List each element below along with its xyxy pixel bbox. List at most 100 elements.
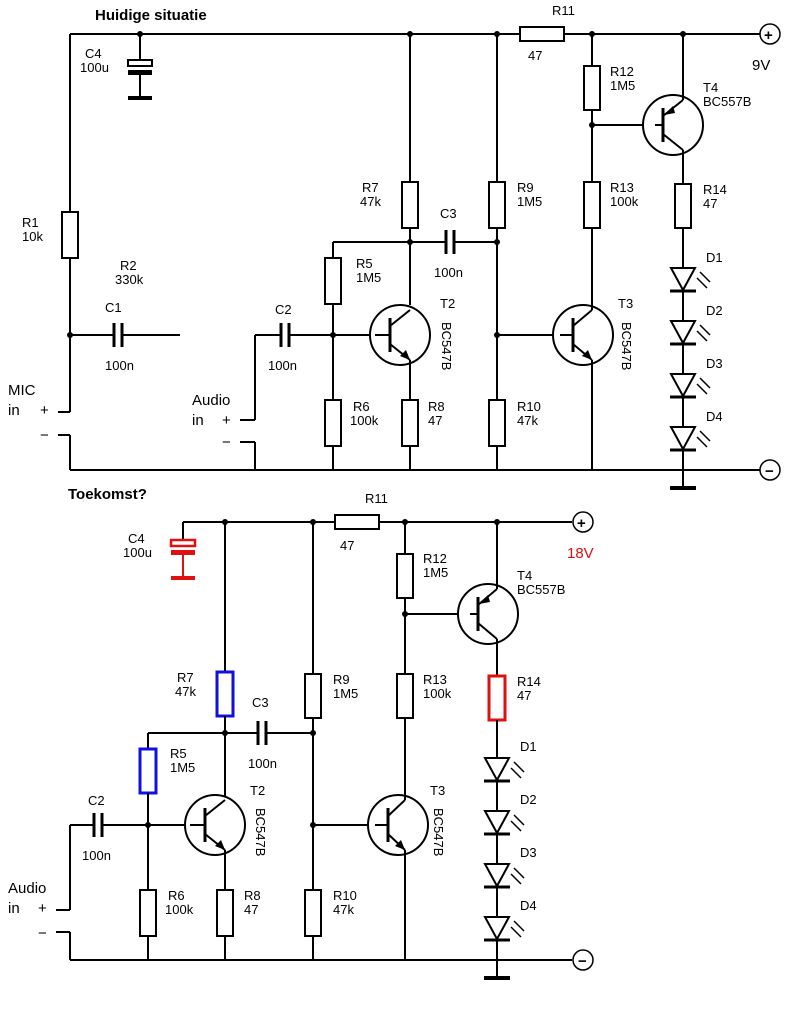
top-c1-value: 100n (105, 358, 134, 373)
bottom-d3-triangle (483, 863, 511, 889)
top-t2-type: BC547B (439, 322, 454, 370)
bottom-circuit: Toekomst? + R11 47 18V − C4 100u R7 47k (8, 486, 594, 980)
top-r1-value: 10k (22, 229, 43, 244)
top-d2-ray (699, 324, 711, 336)
bottom-d3-ray (510, 873, 522, 885)
top-r12 (583, 65, 601, 111)
top-t3-body (552, 304, 614, 366)
top-d1-triangle (669, 267, 697, 293)
top-r6-name: R6 (353, 399, 370, 414)
top-t2-body (369, 304, 431, 366)
bottom-r8-value: 47 (244, 902, 258, 917)
bottom-r11-name: R11 (365, 491, 388, 506)
top-r10 (488, 399, 506, 447)
bottom-r10-name: R10 (333, 888, 357, 903)
top-t4-collector (662, 133, 684, 151)
top-r7-name: R7 (362, 180, 379, 195)
bottom-r12-name: R12 (423, 551, 447, 566)
top-d3-label: D3 (706, 356, 723, 371)
bottom-t3-body (367, 794, 429, 856)
bottom-d2-ray (510, 820, 522, 832)
bottom-r7-name: R7 (177, 670, 194, 685)
bottom-d4-ray (510, 926, 522, 938)
top-plus-sign: + (764, 27, 773, 44)
top-d4-ray (699, 430, 711, 442)
top-audio-label: Audio (192, 392, 230, 409)
bottom-r5-value: 1M5 (170, 760, 195, 775)
top-r10-name: R10 (517, 399, 541, 414)
bottom-t2-collector (204, 799, 226, 817)
bottom-r6-name: R6 (168, 888, 185, 903)
top-mic-plus: + (40, 402, 49, 419)
bottom-r11 (334, 514, 380, 530)
top-c4-plate-neg (128, 70, 152, 75)
bottom-led-d1 (483, 757, 525, 783)
bottom-t4-name: T4 (517, 568, 532, 583)
bottom-minus-terminal (572, 949, 594, 971)
bottom-r13 (396, 673, 414, 719)
bottom-t3-arrow (395, 840, 405, 850)
top-r14-name: R14 (703, 182, 727, 197)
top-r9-name: R9 (517, 180, 534, 195)
top-d4-ray (696, 436, 708, 448)
bottom-audio-label: Audio (8, 880, 46, 897)
top-t3-name: T3 (618, 296, 633, 311)
top-d2-ray (696, 330, 708, 342)
bottom-t4-collector (477, 622, 498, 640)
top-junction (407, 31, 413, 37)
bottom-d1-triangle (483, 757, 511, 783)
bottom-r6 (139, 889, 157, 937)
top-r6 (324, 399, 342, 447)
top-mic-in-label: in (8, 402, 20, 419)
bottom-r14-value: 47 (517, 688, 531, 703)
top-d3-triangle (669, 373, 697, 399)
top-t4-body (642, 94, 704, 156)
bottom-r6-value: 100k (165, 902, 194, 917)
bottom-c4-plate (169, 538, 197, 548)
top-t2-collector (389, 309, 411, 327)
top-r7 (401, 181, 419, 229)
top-d2-label: D2 (706, 303, 723, 318)
top-c2-value: 100n (268, 358, 297, 373)
top-c4-name: C4 (85, 46, 102, 61)
bottom-t2-name: T2 (250, 783, 265, 798)
bottom-audio-minus: − (38, 925, 47, 942)
bottom-r5 (138, 747, 158, 795)
bottom-d3-label: D3 (520, 845, 537, 860)
bottom-supply-voltage: 18V (567, 545, 594, 562)
top-led-d2 (669, 320, 711, 346)
bottom-r12 (396, 553, 414, 599)
top-audio-plus: + (222, 412, 231, 429)
top-t3-arrow (582, 350, 592, 360)
top-r2-name: R2 (120, 258, 137, 273)
bottom-title: Toekomst? (68, 486, 147, 503)
bottom-d3-ray (513, 867, 525, 879)
top-r2-value: 330k (115, 272, 144, 287)
top-r8 (401, 399, 419, 447)
bottom-r12-value: 1M5 (423, 565, 448, 580)
bottom-led-d4 (483, 916, 525, 942)
top-audio-minus: − (222, 434, 231, 451)
bottom-junction (310, 730, 316, 736)
bottom-t4-type: BC557B (517, 582, 565, 597)
top-r13 (583, 181, 601, 229)
top-t4-type: BC557B (703, 94, 751, 109)
bottom-r5-name: R5 (170, 746, 187, 761)
bottom-c2-name: C2 (88, 793, 105, 808)
top-led-d3 (669, 373, 711, 399)
bottom-t2-arrow (215, 840, 225, 850)
top-r7-value: 47k (360, 194, 381, 209)
top-mic-label: MIC (8, 382, 36, 399)
top-c4-plate (127, 59, 153, 67)
bottom-r7-value: 47k (175, 684, 196, 699)
top-r12-value: 1M5 (610, 78, 635, 93)
bottom-t3-type: BC547B (431, 808, 446, 856)
top-r9-value: 1M5 (517, 194, 542, 209)
bottom-plus-terminal (572, 511, 594, 533)
bottom-r14 (487, 674, 507, 722)
top-r11 (519, 26, 565, 42)
top-t2-name: T2 (440, 296, 455, 311)
top-led-d4 (669, 426, 711, 452)
top-d3-ray (696, 383, 708, 395)
bottom-t4-body (457, 583, 519, 645)
